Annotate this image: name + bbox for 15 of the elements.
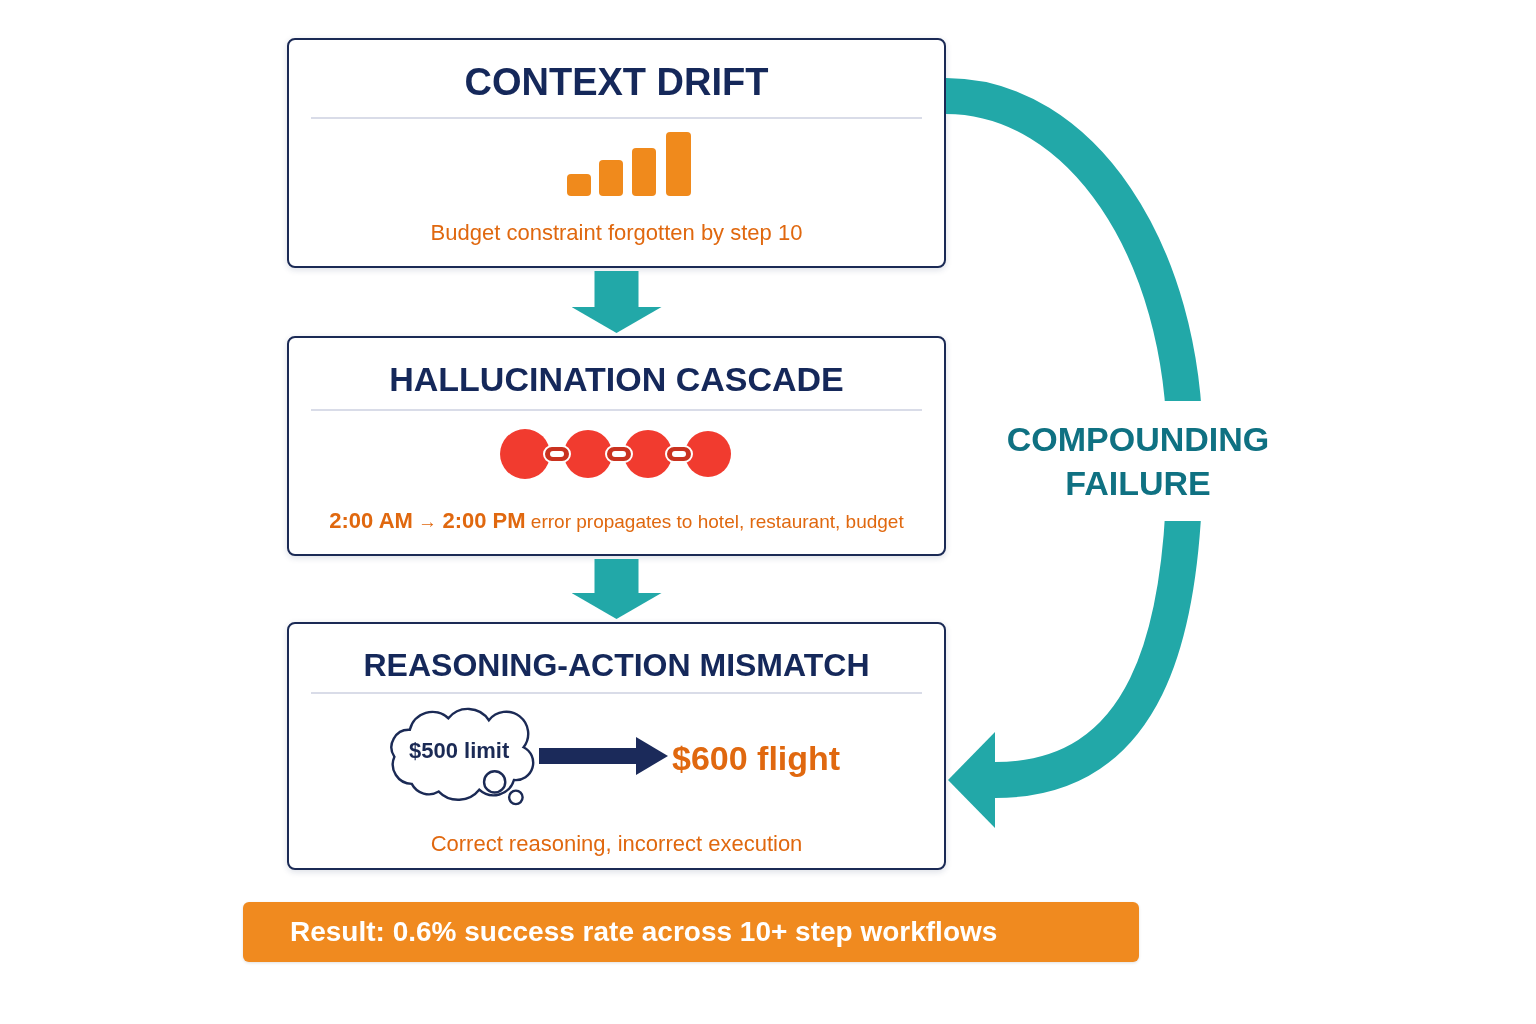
- card-description: Budget constraint forgotten by step 10: [429, 219, 804, 247]
- bubble-text: $500 limit: [409, 737, 510, 765]
- arrow: [539, 737, 668, 775]
- card-description: 2:00 AM → 2:00 PM error propagates to hotel, restaurant, budget: [328, 507, 905, 535]
- step-card: [287, 38, 946, 268]
- card-title: REASONING-ACTION MISMATCH: [362, 647, 871, 683]
- step-card: [287, 622, 946, 870]
- arrow: [571, 559, 662, 619]
- arrow: [571, 271, 662, 333]
- result-banner: Result: 0.6% success rate across 10+ step workflows: [243, 902, 1139, 962]
- step-card: [287, 336, 946, 556]
- card-title: CONTEXT DRIFT: [463, 62, 770, 102]
- outcome-text: $600 flight: [672, 738, 841, 778]
- card-description: Correct reasoning, incorrect execution: [429, 830, 804, 858]
- card-title: HALLUCINATION CASCADE: [388, 360, 845, 398]
